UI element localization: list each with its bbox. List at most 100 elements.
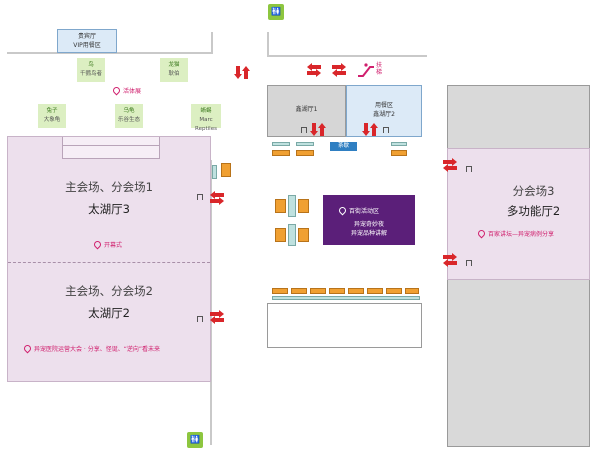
arrows-dining2 bbox=[362, 121, 378, 140]
stage-line bbox=[62, 145, 160, 146]
dining-xinhu2-l2: 鑫湖厅2 bbox=[373, 111, 395, 118]
arrow-down-icon bbox=[310, 123, 318, 136]
dining-xinhu1[interactable]: 鑫湖厅1 bbox=[267, 85, 346, 137]
wall-top-mid bbox=[267, 32, 269, 56]
desk bbox=[391, 142, 407, 146]
booth bbox=[275, 228, 286, 242]
desk bbox=[272, 296, 420, 300]
dining-xinhu2[interactable]: 用餐区 鑫湖厅2 bbox=[346, 85, 422, 137]
door-icon[interactable] bbox=[197, 194, 203, 200]
booth bbox=[298, 199, 309, 213]
hall-divider bbox=[8, 262, 210, 263]
arrows-dining1 bbox=[310, 121, 326, 140]
green-zone-tortoise[interactable]: 乌龟 乐谷生态 bbox=[115, 104, 143, 128]
arrow-right-icon bbox=[443, 253, 457, 261]
booth bbox=[367, 288, 383, 294]
arrow-down-icon bbox=[234, 66, 242, 79]
restroom-icon[interactable]: 🚻 bbox=[187, 432, 203, 448]
hall-multi2-pin-label: 百家讲坛—异宠病例分享 bbox=[488, 231, 555, 238]
activity-pin: 百街活动区 bbox=[337, 205, 380, 216]
arrow-left-icon bbox=[332, 69, 346, 77]
arrow-left-icon bbox=[443, 164, 457, 172]
arrow-left-icon bbox=[443, 259, 457, 267]
arrow-down-icon bbox=[362, 123, 370, 136]
booth bbox=[405, 288, 419, 294]
arrow-right-icon bbox=[210, 197, 224, 205]
activity-area[interactable]: 百街活动区 异宠奇妙夜 异宠品种讲解 bbox=[323, 195, 415, 245]
arrows-top-left bbox=[234, 64, 250, 83]
arrows-taihu3 bbox=[210, 191, 224, 205]
escalator-label: 扶梯 bbox=[376, 62, 383, 76]
booth bbox=[275, 199, 286, 213]
zone-label: 兔子 bbox=[46, 108, 58, 114]
booth bbox=[348, 288, 364, 294]
escalator-icon[interactable] bbox=[357, 62, 375, 78]
zone-label: 蜥蜴 bbox=[200, 108, 212, 114]
door-icon[interactable] bbox=[383, 127, 389, 133]
hall-taihu2-pin: 异宠医院运营大会 · 分享、怪诞、“逆向”看未来 bbox=[22, 343, 160, 354]
arrow-up-icon bbox=[242, 66, 250, 79]
wall-top-left bbox=[7, 52, 212, 54]
bottom-room bbox=[267, 303, 422, 348]
arrow-left-icon bbox=[210, 316, 224, 324]
desk bbox=[288, 224, 296, 246]
booth bbox=[221, 163, 231, 177]
arrow-right-icon bbox=[332, 63, 346, 71]
door-icon[interactable] bbox=[466, 260, 472, 266]
activity-title: 百街活动区 bbox=[349, 208, 380, 215]
arrows-multi-bottom bbox=[443, 253, 457, 267]
zone-sub: 耿伯 bbox=[168, 71, 180, 77]
stage bbox=[62, 137, 160, 159]
zone-sub: Marc Reptiles bbox=[195, 117, 217, 132]
booth bbox=[329, 288, 345, 294]
arrows-multi-top bbox=[443, 158, 457, 172]
location-pin-icon bbox=[337, 205, 348, 216]
hall-multi2-name: 多功能厅2 bbox=[506, 204, 561, 218]
vip-room[interactable]: 贵宾厅 VIP用餐区 bbox=[57, 29, 117, 53]
activity-line1: 异宠奇妙夜 bbox=[353, 221, 384, 228]
hall-taihu2-name: 太湖厅2 bbox=[88, 306, 130, 320]
booth bbox=[310, 288, 326, 294]
green-zone-cat[interactable]: 龙猫 耿伯 bbox=[160, 58, 188, 82]
dining-xinhu1-label: 鑫湖厅1 bbox=[295, 106, 318, 113]
exhibit-pin: 活体展 bbox=[111, 85, 142, 96]
hall-taihu3-pin: 开幕式 bbox=[92, 239, 123, 250]
booth bbox=[272, 150, 290, 156]
arrows-top-mid2 bbox=[332, 63, 346, 77]
door-icon[interactable] bbox=[197, 316, 203, 322]
booth bbox=[298, 228, 309, 242]
location-pin-icon bbox=[92, 239, 103, 250]
vip-line1: 贵宾厅 bbox=[77, 33, 96, 40]
desk bbox=[296, 142, 314, 146]
restroom-icon[interactable]: 🚻 bbox=[268, 4, 284, 20]
green-zone-reptile[interactable]: 蜥蜴 Marc Reptiles bbox=[191, 104, 221, 132]
exhibit-pin-label: 活体展 bbox=[123, 88, 142, 95]
side-desk bbox=[212, 165, 217, 179]
booth bbox=[272, 288, 288, 294]
location-pin-icon bbox=[476, 228, 487, 239]
arrow-right-icon bbox=[210, 310, 224, 318]
green-zone-turtle[interactable]: 兔子 大象龟 bbox=[38, 104, 66, 128]
hall-taihu3-title: 主会场、分会场1 bbox=[65, 180, 153, 194]
dining-xinhu2-l1: 用餐区 bbox=[374, 102, 393, 109]
hall-taihu[interactable]: 主会场、分会场1 太湖厅3 开幕式 主会场、分会场2 太湖厅2 异宠医院运营大会… bbox=[7, 136, 211, 382]
arrow-up-icon bbox=[318, 123, 326, 136]
location-pin-icon bbox=[22, 343, 33, 354]
zone-sub: 大象龟 bbox=[43, 117, 61, 123]
wall-left-corridor bbox=[210, 160, 212, 445]
hall-taihu3-pin-label: 开幕式 bbox=[104, 242, 123, 249]
hall-multi2[interactable]: 分会场3 多功能厅2 百家讲坛—异宠病例分享 bbox=[447, 148, 590, 280]
green-zone-bird[interactable]: 鸟 千鹦鸟者 bbox=[77, 58, 105, 82]
zone-sub: 乐谷生态 bbox=[117, 117, 140, 123]
arrows-top-mid1 bbox=[307, 63, 321, 77]
vip-line2: VIP用餐区 bbox=[73, 42, 101, 49]
door-icon[interactable] bbox=[466, 166, 472, 172]
door-icon[interactable] bbox=[301, 127, 307, 133]
arrow-left-icon bbox=[210, 191, 224, 199]
arrow-left-icon bbox=[307, 63, 321, 71]
activity-line2: 异宠品种讲解 bbox=[350, 230, 387, 237]
desk bbox=[288, 195, 296, 217]
zone-label: 龙猫 bbox=[168, 62, 180, 68]
arrow-right-icon bbox=[307, 69, 321, 77]
zone-sub: 千鹦鸟者 bbox=[79, 71, 102, 77]
